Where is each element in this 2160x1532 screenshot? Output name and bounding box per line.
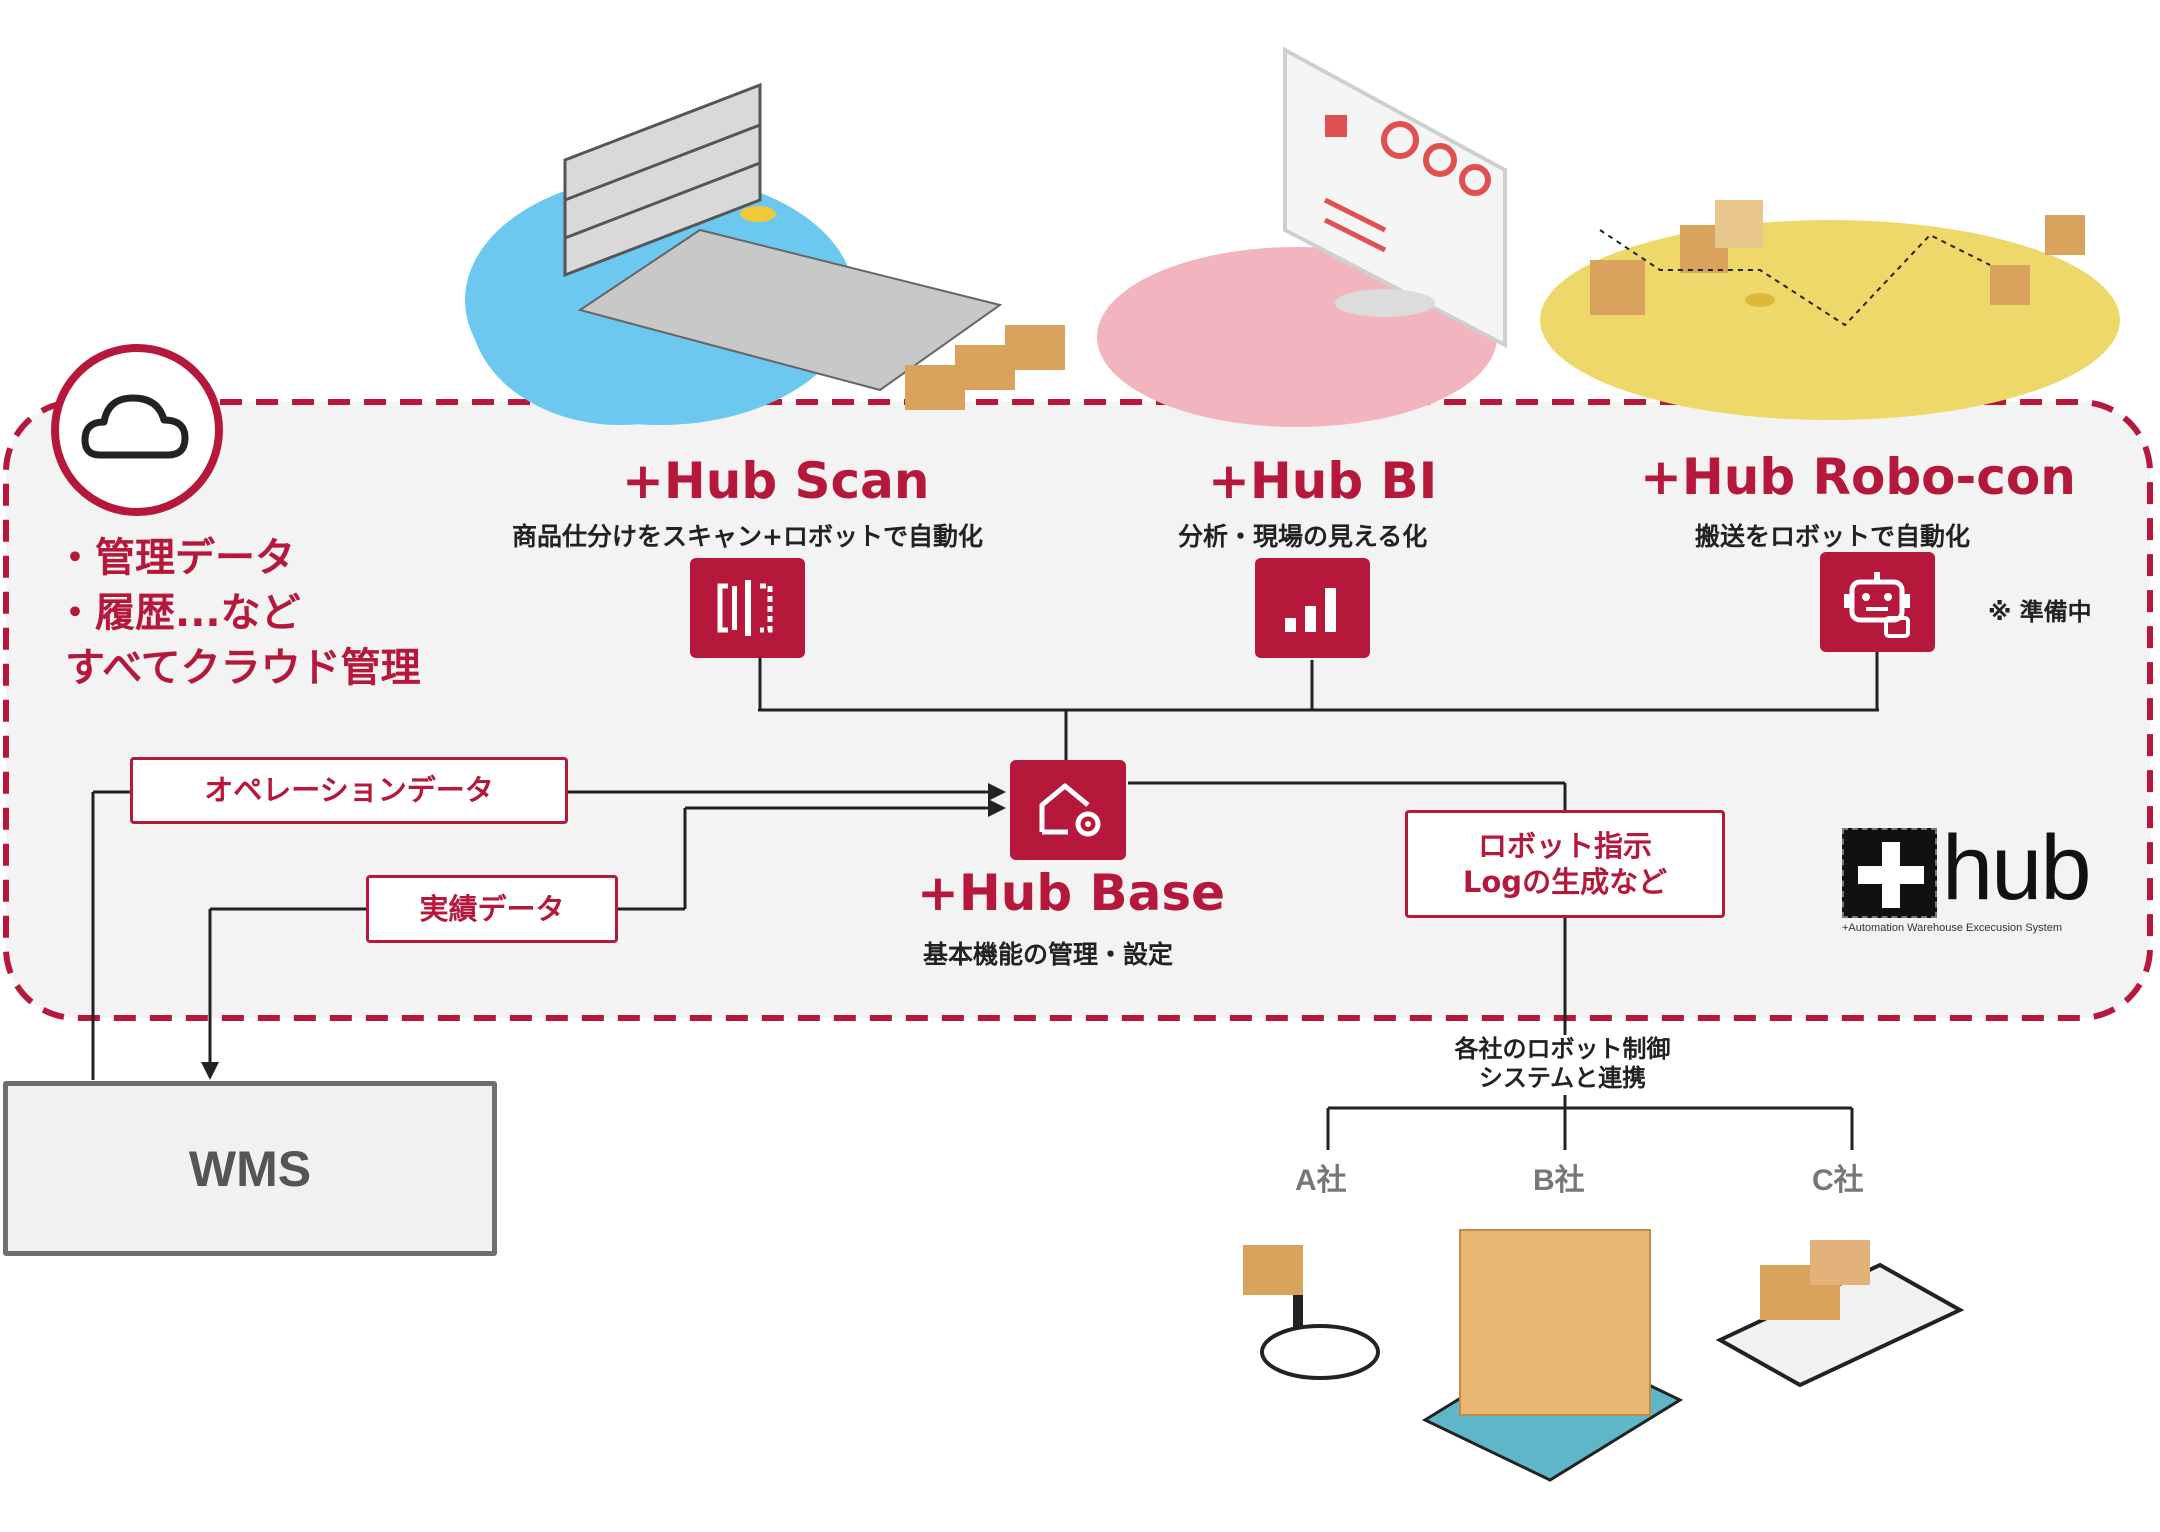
scan-icon-box[interactable] xyxy=(690,558,805,658)
hub-plus-horizontal xyxy=(1858,866,1924,884)
robot-coop-line-1: 各社のロボット制御 xyxy=(1454,1035,1671,1063)
cloud-line-1: ・管理データ xyxy=(55,535,295,581)
arrow-to-wms xyxy=(201,1062,219,1080)
robot-coop-label: 各社のロボット制御 システムと連携 xyxy=(1415,1035,1710,1095)
bi-monitor-illustration xyxy=(1283,46,1507,349)
robot-coop-line-2: システムと連携 xyxy=(1478,1063,1647,1092)
cloud-icon xyxy=(51,344,223,516)
robocon-icon-box[interactable] xyxy=(1820,552,1935,652)
robocon-illustration xyxy=(1590,200,2085,327)
hub-logo-mark xyxy=(1842,828,1937,918)
warehouse-illustration xyxy=(563,82,1065,410)
base-subtitle: 基本機能の管理・設定 xyxy=(923,940,1174,969)
company-c-robot xyxy=(1715,1240,1965,1388)
house-gear-icon xyxy=(1039,783,1101,837)
hub-logo-word: hub xyxy=(1942,817,2091,919)
company-c-label: C社 xyxy=(1812,1164,1864,1197)
operation-data-label: オペレーションデータ xyxy=(130,757,568,824)
wms-box: WMS xyxy=(3,1081,497,1256)
robocon-subtitle: 搬送をロボットで自動化 xyxy=(1695,522,1971,551)
robocon-title: +Hub Robo-con xyxy=(1640,448,2076,506)
arrow-to-base-2 xyxy=(988,799,1006,817)
scan-icon xyxy=(717,580,773,636)
bi-title: +Hub BI xyxy=(1208,452,1438,510)
hub-logo-tagline: +Automation Warehouse Excecusion System xyxy=(1842,922,2063,934)
scan-subtitle: 商品仕分けをスキャン+ロボットで自動化 xyxy=(512,522,983,551)
base-icon-box[interactable] xyxy=(1010,760,1126,860)
results-data-label: 実績データ xyxy=(366,875,618,943)
cloud-line-2: ・履歴...など xyxy=(55,590,301,636)
robot-instruction-line-1: ロボット指示 xyxy=(1477,828,1652,863)
company-b-label: B社 xyxy=(1533,1164,1585,1197)
robocon-note: ※ 準備中 xyxy=(1988,598,2092,626)
arrow-to-base xyxy=(988,783,1006,801)
hub-logo: hub +Automation Warehouse Excecusion Sys… xyxy=(1842,817,2092,938)
bi-subtitle: 分析・現場の見える化 xyxy=(1178,522,1428,551)
company-a-label: A社 xyxy=(1295,1164,1347,1197)
robot-instruction-label: ロボット指示 Logの生成など xyxy=(1405,810,1725,918)
robocon-scene-ellipse xyxy=(1540,220,2120,420)
wms-label: WMS xyxy=(188,1140,312,1197)
robot-icon xyxy=(1844,572,1910,638)
company-a-robot xyxy=(1243,1245,1380,1380)
company-b-robot xyxy=(1421,1229,1684,1482)
scan-title: +Hub Scan xyxy=(622,452,930,510)
bar-chart-icon xyxy=(1285,588,1336,632)
cloud-line-3: すべてクラウド管理 xyxy=(65,645,421,691)
robot-instruction-line-2: Logの生成など xyxy=(1462,865,1668,899)
bi-icon-box[interactable] xyxy=(1255,558,1370,658)
base-title: +Hub Base xyxy=(917,864,1226,922)
